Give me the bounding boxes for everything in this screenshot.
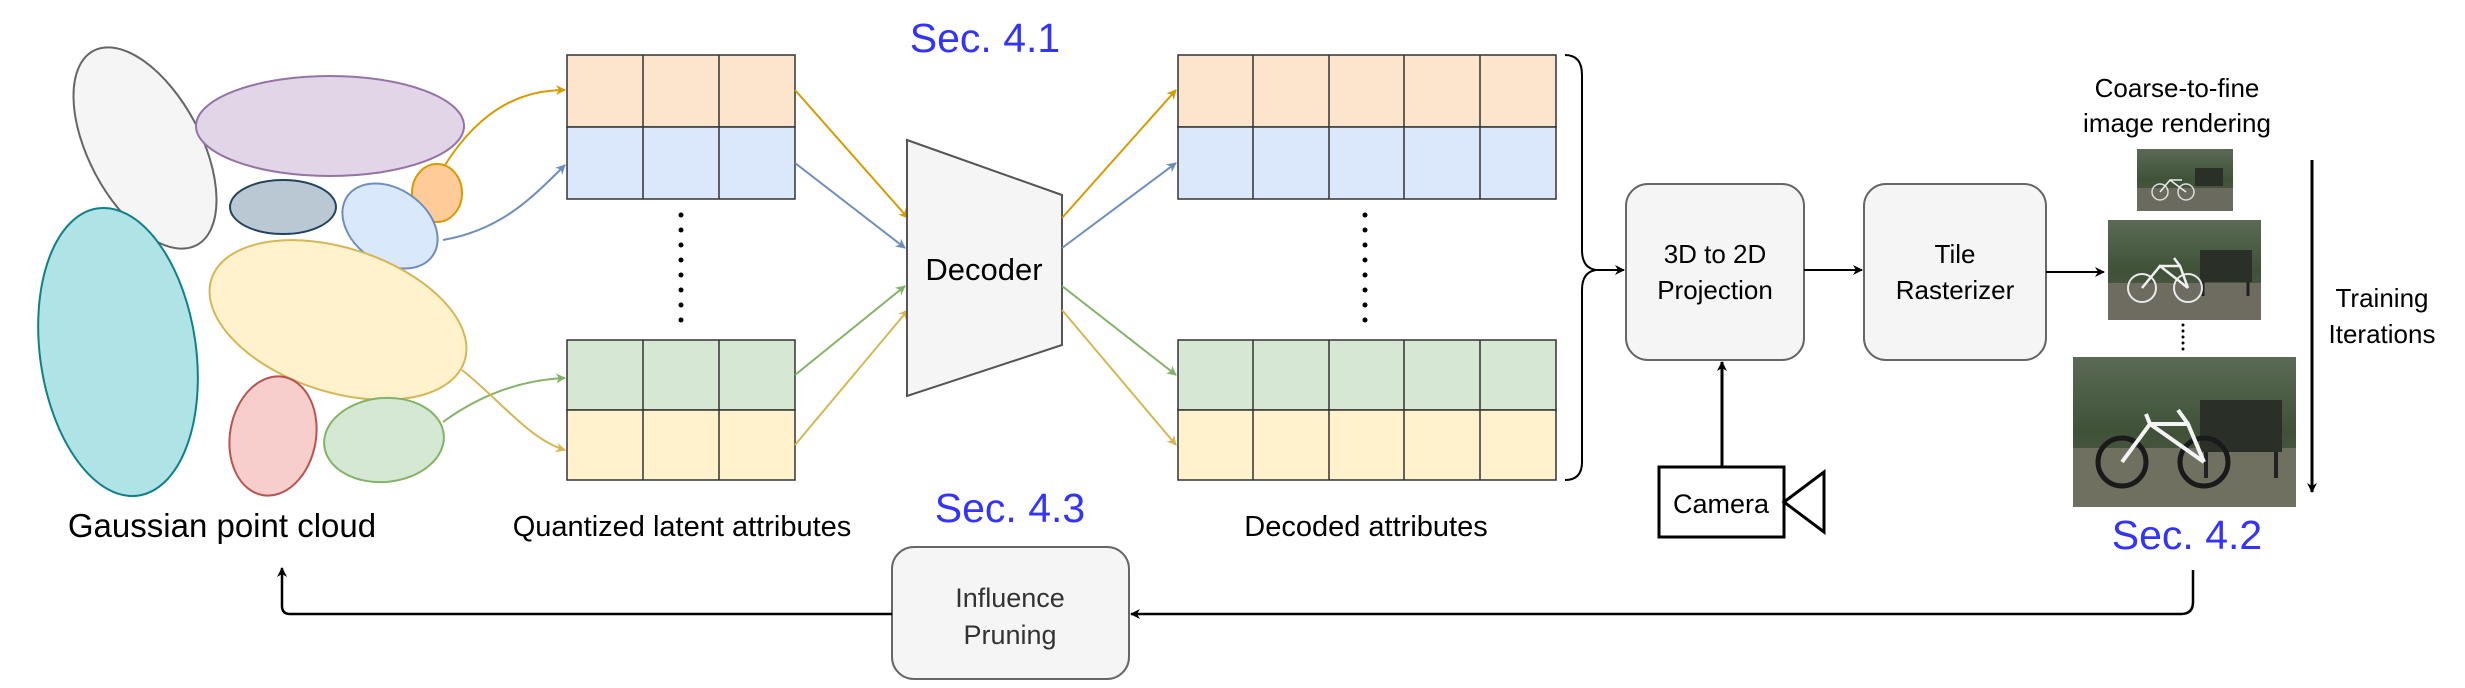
ellipse-red xyxy=(228,375,318,497)
latent-row-green xyxy=(566,339,796,411)
latent-ellipsis-dots xyxy=(678,212,684,323)
projection-box xyxy=(1625,183,1805,361)
camera-lens-icon xyxy=(1781,469,1826,535)
projection-label-line2: Projection xyxy=(1657,275,1773,305)
rasterizer-label-line1: Tile xyxy=(1935,239,1976,269)
render-title-line2: image rendering xyxy=(2083,108,2271,138)
arrow-decoder-green-out xyxy=(1061,285,1177,376)
pruning-box xyxy=(891,546,1130,680)
arrow-decoder-yellow-out xyxy=(1061,309,1177,446)
decoded-ellipsis-dots xyxy=(1362,212,1368,323)
projection-label-line1: 3D to 2D xyxy=(1664,239,1767,269)
arrow-decoder-blue-out xyxy=(1061,162,1177,249)
arrow-latent-blue-to-decoder xyxy=(794,162,906,249)
decoded-row-yellow xyxy=(1177,409,1557,481)
pruning-label-line2: Pruning xyxy=(963,620,1056,650)
render-image-large xyxy=(2073,357,2296,507)
render-image-medium xyxy=(2108,220,2261,320)
decoded-label: Decoded attributes xyxy=(1244,511,1487,543)
arrow-orange-to-latent xyxy=(444,85,566,166)
decoded-row-orange xyxy=(1177,54,1557,128)
decoded-grid-bottom xyxy=(1177,339,1557,481)
decoder-label: Decoder xyxy=(925,252,1042,287)
arrow-latent-yellow-to-decoder xyxy=(794,309,909,446)
ellipse-yellow xyxy=(208,239,468,401)
decoded-row-green xyxy=(1177,339,1557,411)
training-label-line1: Training xyxy=(2336,283,2429,313)
decoded-grid-top xyxy=(1177,54,1557,200)
arrow-yellow-to-latent xyxy=(461,369,566,453)
ellipse-purple xyxy=(195,75,465,177)
section-label-4-2: Sec. 4.2 xyxy=(2112,512,2262,558)
latent-row-yellow xyxy=(566,409,796,481)
gaussian-ellipses xyxy=(37,46,468,497)
render-ellipsis-dots xyxy=(2181,323,2185,351)
arrow-latent-orange-to-decoder xyxy=(794,89,909,219)
rasterizer-box xyxy=(1863,183,2047,361)
latent-row-blue xyxy=(566,126,796,200)
render-title-line1: Coarse-to-fine xyxy=(2095,73,2260,103)
curly-brace xyxy=(1564,54,1597,481)
decoder-block xyxy=(906,138,1063,398)
camera-label: Camera xyxy=(1673,489,1770,519)
pruning-label-line1: Influence xyxy=(955,583,1065,613)
arrow-latent-green-to-decoder xyxy=(794,285,906,376)
arrow-images-to-pruning xyxy=(1130,570,2195,619)
render-image-small xyxy=(2137,149,2233,211)
ellipse-gray xyxy=(72,46,218,250)
gaussian-label: Gaussian point cloud xyxy=(68,507,376,544)
training-label-line2: Iterations xyxy=(2329,319,2436,349)
latent-grid-bottom xyxy=(566,339,796,481)
section-label-4-3: Sec. 4.3 xyxy=(935,485,1085,531)
ellipse-slate xyxy=(229,179,337,235)
arrow-green-to-latent xyxy=(442,373,566,423)
latent-label: Quantized latent attributes xyxy=(513,511,852,543)
ellipse-cyan xyxy=(37,207,199,497)
latent-row-orange xyxy=(566,54,796,128)
rasterizer-label-line2: Rasterizer xyxy=(1896,275,2015,305)
ellipse-green xyxy=(323,396,445,484)
latent-grid-top xyxy=(566,54,796,200)
arrow-pruning-to-cloud xyxy=(277,567,892,616)
arrow-decoder-orange-out xyxy=(1061,89,1177,219)
arrow-blue-to-latent xyxy=(442,164,566,241)
decoded-row-blue xyxy=(1177,126,1557,200)
section-label-4-1: Sec. 4.1 xyxy=(910,15,1060,61)
